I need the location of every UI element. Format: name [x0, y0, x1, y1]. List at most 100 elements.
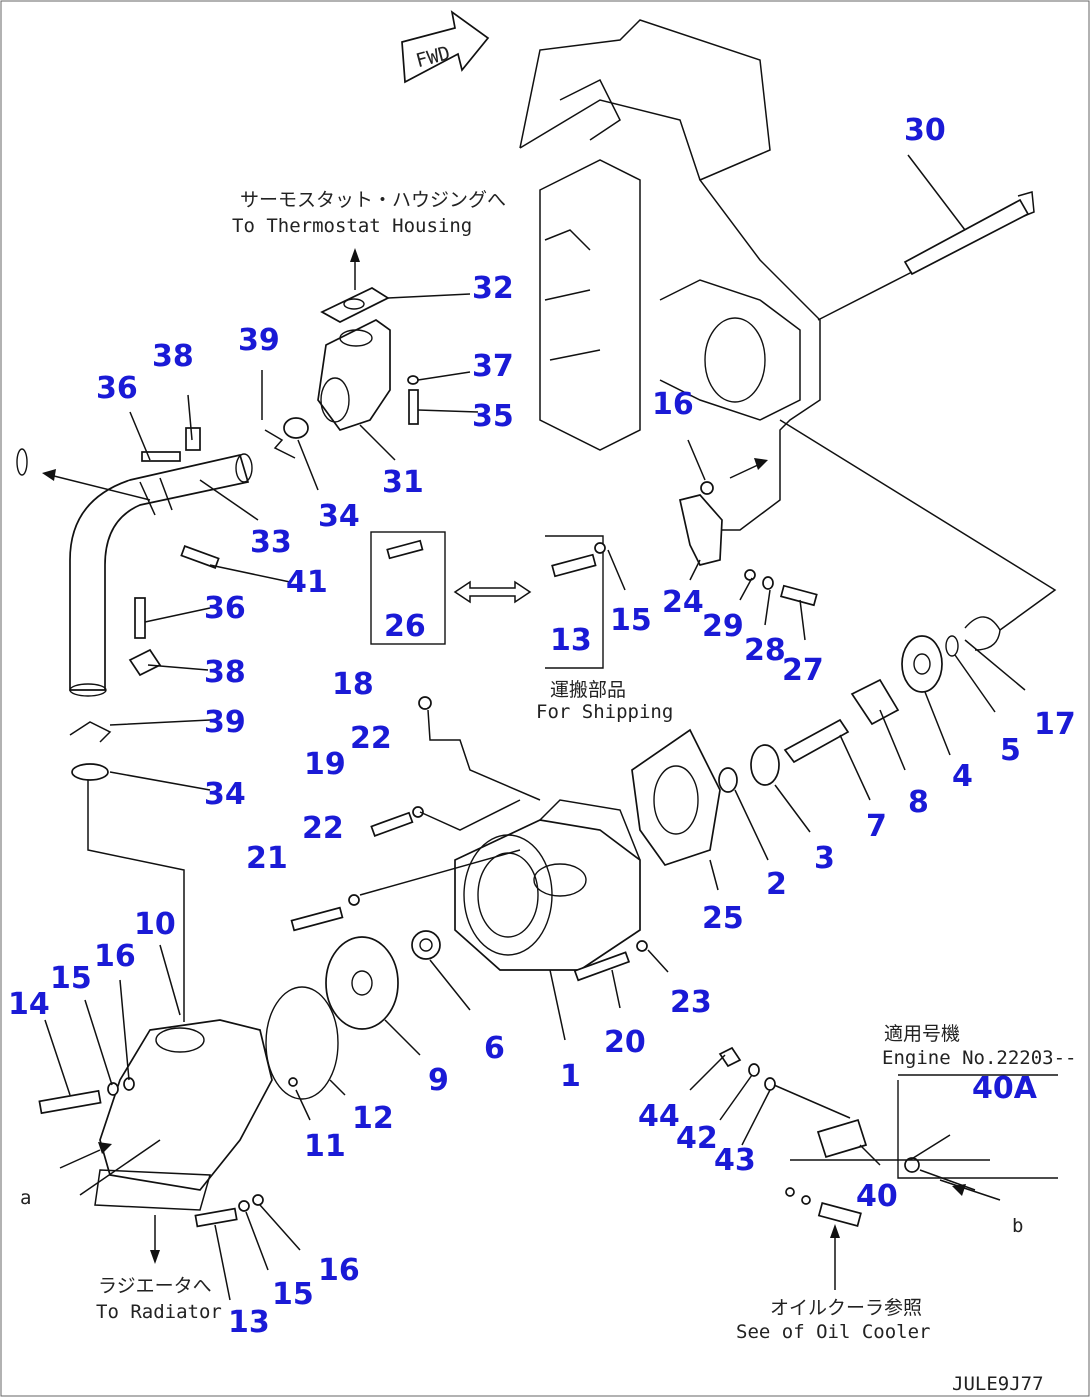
callout-7: 7	[866, 809, 887, 844]
callout-1: 1	[560, 1059, 581, 1094]
callout-11: 11	[304, 1129, 346, 1164]
callout-3: 3	[814, 841, 835, 876]
leader-lines	[44, 154, 1057, 1301]
notes: サーモスタット・ハウジングへ To Thermostat Housing 運搬部…	[20, 189, 1076, 1395]
ref-b-label: b	[1012, 1215, 1023, 1237]
part-37-washer	[407, 375, 419, 385]
oilcooler-note-en: See of Oil Cooler	[736, 1321, 930, 1343]
part-5-snap-ring	[945, 635, 959, 657]
callout-27: 27	[782, 653, 824, 688]
part-31-water-outlet	[317, 319, 391, 432]
callout-13-lower: 13	[228, 1305, 270, 1340]
radiator-note-en: To Radiator	[96, 1301, 222, 1323]
callout-38-upper: 38	[152, 339, 194, 374]
part-16-washer-lower	[252, 1194, 264, 1206]
serial-note-en: Engine No.22203--	[882, 1047, 1076, 1069]
callout-28: 28	[744, 633, 786, 668]
part-39-clip-lower	[69, 721, 112, 743]
part-2-seal-small	[718, 767, 738, 793]
part-35-bolt	[408, 389, 419, 425]
serial-note-jp: 適用号機	[884, 1023, 960, 1045]
part-11-pin	[288, 1077, 298, 1087]
callout-40: 40	[856, 1179, 898, 1214]
shipping-note-en: For Shipping	[536, 701, 673, 723]
part-14-bolt	[38, 1089, 102, 1115]
part-42-washer	[748, 1063, 760, 1077]
callout-12: 12	[352, 1101, 394, 1136]
callout-19: 19	[304, 747, 346, 782]
callout-9: 9	[428, 1063, 449, 1098]
callout-20: 20	[604, 1025, 646, 1060]
oilcooler-note-jp: オイルクーラ参照	[770, 1297, 922, 1319]
part-22-washer-upper	[412, 806, 424, 818]
thermostat-note-en: To Thermostat Housing	[232, 215, 472, 237]
callout-32: 32	[472, 271, 514, 306]
callout-41: 41	[286, 565, 328, 600]
part-27-bolt	[779, 584, 818, 607]
part-26-bolt	[386, 539, 424, 560]
part-9-impeller	[325, 936, 399, 1030]
alternative-arrow	[453, 580, 532, 604]
callout-39-lower: 39	[204, 705, 246, 740]
callout-16-mid: 16	[94, 939, 136, 974]
part-34-o-ring-upper	[283, 417, 309, 439]
callout-22-upper: 22	[350, 721, 392, 756]
part-15-washer-lower	[238, 1200, 250, 1212]
forward-direction-arrow: FWD	[401, 10, 490, 84]
callout-26: 26	[384, 609, 426, 644]
callouts: 30 32 37 35 31 34 39 38 36 33 41 36 38 3…	[8, 113, 1076, 1340]
part-36-bolt-lower	[134, 597, 146, 639]
part-21-bolt	[290, 906, 344, 932]
part-26-box	[370, 531, 446, 645]
part-12-o-ring	[265, 986, 339, 1100]
upper-arrow-marker	[16, 448, 28, 476]
callout-22-lower: 22	[302, 811, 344, 846]
part-15-washer-mid	[107, 1082, 119, 1096]
callout-36-upper: 36	[96, 371, 138, 406]
part-16-washer-upper	[700, 481, 714, 495]
oil-cooler-bolt	[785, 1187, 862, 1227]
callout-24: 24	[662, 585, 704, 620]
callout-34-lower: 34	[204, 777, 246, 812]
part-39-clip-upper	[264, 429, 296, 459]
callout-33: 33	[250, 525, 292, 560]
callout-23: 23	[670, 985, 712, 1020]
part-34-o-ring-lower	[71, 763, 109, 781]
callout-31: 31	[382, 465, 424, 500]
part-44-nut	[718, 1046, 742, 1068]
engine-block-outline	[519, 19, 821, 531]
part-24-bracket	[678, 494, 723, 566]
callout-21: 21	[246, 841, 288, 876]
callout-16-lower: 16	[318, 1253, 360, 1288]
drawing-code: JULE9J77	[952, 1373, 1044, 1395]
part-33-water-tube	[69, 453, 253, 697]
callout-34-upper: 34	[318, 499, 360, 534]
thermostat-note-jp: サーモスタット・ハウジングへ	[240, 189, 506, 211]
shipping-bracket	[545, 535, 604, 669]
part-22-washer-lower	[348, 894, 360, 906]
callout-15-upper: 15	[610, 603, 652, 638]
ref-a-label: a	[20, 1187, 31, 1209]
callout-15-lower: 15	[272, 1277, 314, 1312]
part-7-shaft	[783, 718, 850, 764]
part-4-flange	[901, 635, 943, 693]
part-3-seal	[750, 744, 780, 786]
part-6-seal-assy	[411, 930, 441, 960]
part-28-washer	[762, 576, 774, 590]
callout-43: 43	[714, 1143, 756, 1178]
callout-42: 42	[676, 1121, 718, 1156]
part-41-bolt	[180, 545, 220, 569]
part-10-elbow	[94, 1019, 273, 1211]
part-29-washer	[744, 569, 756, 581]
part-18-plug	[418, 696, 432, 710]
part-1-pump-body	[454, 799, 641, 971]
callout-6: 6	[484, 1031, 505, 1066]
callout-16-upper: 16	[652, 387, 694, 422]
callout-13-upper: 13	[550, 623, 592, 658]
part-15-washer-upper	[594, 542, 606, 554]
shipping-note-jp: 運搬部品	[550, 679, 626, 701]
callout-44: 44	[638, 1099, 680, 1134]
callout-39-upper: 39	[238, 323, 280, 358]
part-20-bolt	[573, 951, 631, 982]
